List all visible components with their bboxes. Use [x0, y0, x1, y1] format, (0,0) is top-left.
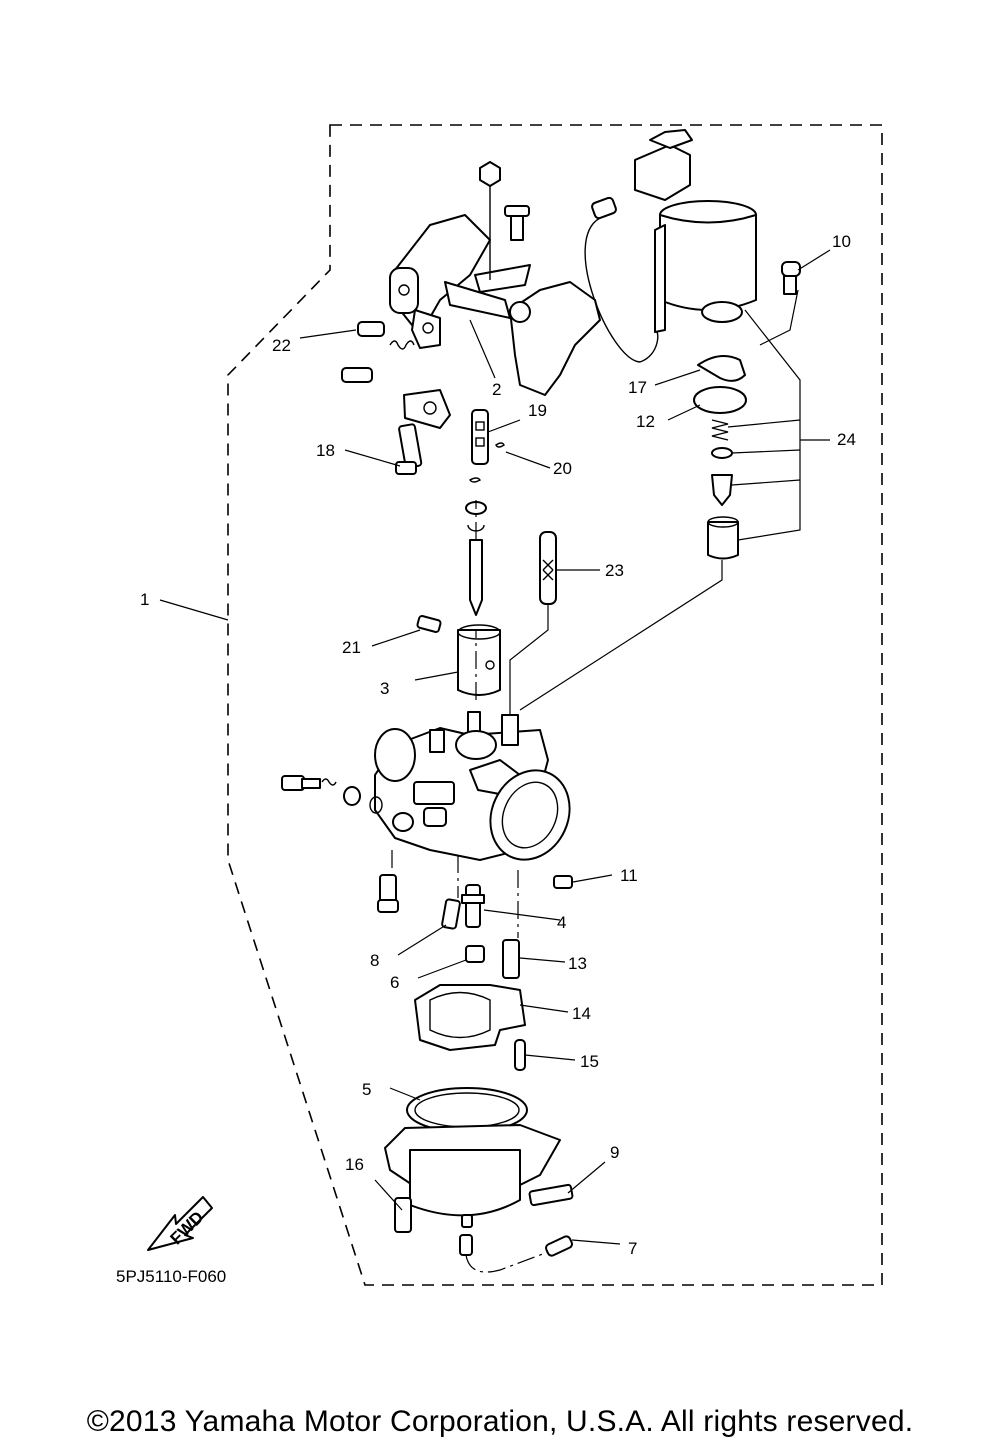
- callout-2: 2: [492, 380, 501, 399]
- callout-4: 4: [557, 913, 566, 932]
- callout-14: 14: [572, 1004, 591, 1023]
- callout-19: 19: [528, 401, 547, 420]
- callout-5: 5: [362, 1080, 371, 1099]
- fwd-arrow-icon: FWD: [147, 1196, 213, 1251]
- throttle-stop-screw: [341, 321, 415, 383]
- callout-7: 7: [628, 1239, 637, 1258]
- jet-needle-slide: [416, 531, 723, 715]
- copyright-notice: ©2013 Yamaha Motor Corporation, U.S.A. A…: [86, 1405, 914, 1438]
- callout-1: 1: [140, 590, 149, 609]
- callout-8: 8: [370, 951, 379, 970]
- carburetor-body: [374, 711, 571, 861]
- callout-24: 24: [837, 430, 856, 449]
- callout-9: 9: [610, 1143, 619, 1162]
- float-chamber: [384, 1087, 574, 1273]
- assembly-centerline: [391, 500, 519, 938]
- callout-21: 21: [342, 638, 361, 657]
- callout-20: 20: [553, 459, 572, 478]
- callout-23: 23: [605, 561, 624, 580]
- callout-18: 18: [316, 441, 335, 460]
- callout-13: 13: [568, 954, 587, 973]
- callout-22: 22: [272, 336, 291, 355]
- callout-11: 11: [620, 866, 638, 885]
- needle-holder-parts: [395, 389, 505, 532]
- throttle-lever-assembly: [389, 161, 601, 396]
- callout-16: 16: [345, 1155, 364, 1174]
- assembly-boundary: [227, 124, 883, 1286]
- diagram-reference-code: 5PJ5110-F060: [116, 1267, 227, 1286]
- callout-numbers: 1 2 3 4 5 6 7 8 9 10 11 12 13 14 15 16 1…: [140, 232, 856, 1258]
- callout-3: 3: [380, 679, 389, 698]
- callout-15: 15: [580, 1052, 599, 1071]
- callout-17: 17: [628, 378, 647, 397]
- callout-12: 12: [636, 412, 655, 431]
- callout-leaders: [159, 249, 831, 1245]
- callout-6: 6: [390, 973, 399, 992]
- callout-10: 10: [832, 232, 851, 251]
- pilot-screw-parts: [281, 775, 383, 814]
- starter-plunger-assembly: [584, 129, 801, 560]
- float: [414, 984, 526, 1071]
- jets-and-screws: [377, 874, 573, 979]
